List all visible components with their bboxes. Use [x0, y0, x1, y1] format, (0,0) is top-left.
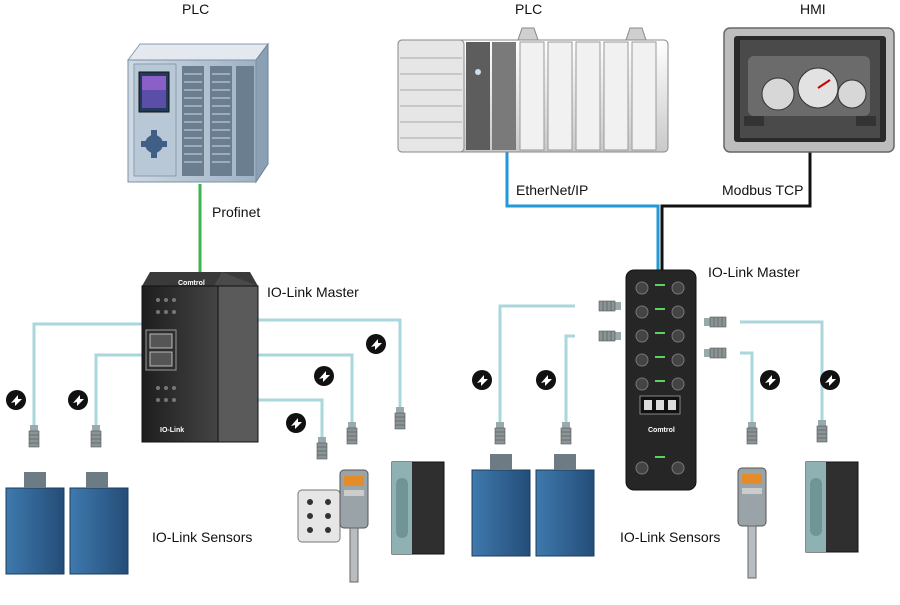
sensors-right [471, 454, 859, 579]
modbus-tcp-label: Modbus TCP [722, 182, 804, 198]
plc-left [127, 42, 269, 184]
ethernet-ip-label: EtherNet/IP [516, 182, 589, 198]
iolink-master-right-label: IO-Link Master [708, 264, 800, 280]
iolink-symbol-icon [6, 390, 26, 410]
sensor-radar-right [805, 461, 859, 553]
iolink-master-left-label: IO-Link Master [267, 284, 359, 300]
sensor-block-2 [69, 472, 129, 575]
iolink-symbol-icon [472, 370, 492, 390]
sensor-radar-left [391, 461, 445, 555]
modbus-tcp-line [660, 152, 812, 270]
master-left-brand: Comtrol [178, 280, 205, 287]
sensor-probe-left [339, 469, 369, 583]
master-left-footer: IO-Link [160, 427, 184, 434]
ethernet-ip-line [505, 150, 660, 270]
sensor-cables-left [32, 318, 402, 437]
sensor-probe-right [737, 467, 767, 579]
iolink-symbol-icon [286, 413, 306, 433]
plc-right-label: PLC [515, 1, 543, 17]
iolink-master-right: Comtrol [625, 269, 697, 491]
sensor-block-1 [5, 472, 65, 575]
sensors-left [5, 461, 445, 583]
iolink-sensors-left-label: IO-Link Sensors [152, 529, 253, 545]
iolink-symbol-icon [68, 390, 88, 410]
plc-left-label: PLC [182, 1, 210, 17]
sensor-block-4 [535, 454, 595, 557]
iolink-master-left: Comtrol IO-Link [141, 272, 259, 443]
plc-right [397, 27, 669, 153]
sensor-cables-right [498, 304, 824, 422]
iolink-symbol-icon [314, 366, 334, 386]
iolink-symbol-icon [366, 334, 386, 354]
iolink-sensors-right-label: IO-Link Sensors [620, 529, 721, 545]
iolink-symbol-icon [536, 370, 556, 390]
iolink-symbol-icon [760, 370, 780, 390]
hmi-panel [723, 27, 895, 153]
profinet-label: Profinet [212, 204, 261, 220]
network-lines [198, 150, 812, 272]
iolink-symbol-icon [820, 370, 840, 390]
sensor-block-3 [471, 454, 531, 557]
hmi-label: HMI [800, 1, 826, 17]
sensor-button-pad [297, 489, 341, 543]
master-right-brand: Comtrol [648, 427, 675, 434]
